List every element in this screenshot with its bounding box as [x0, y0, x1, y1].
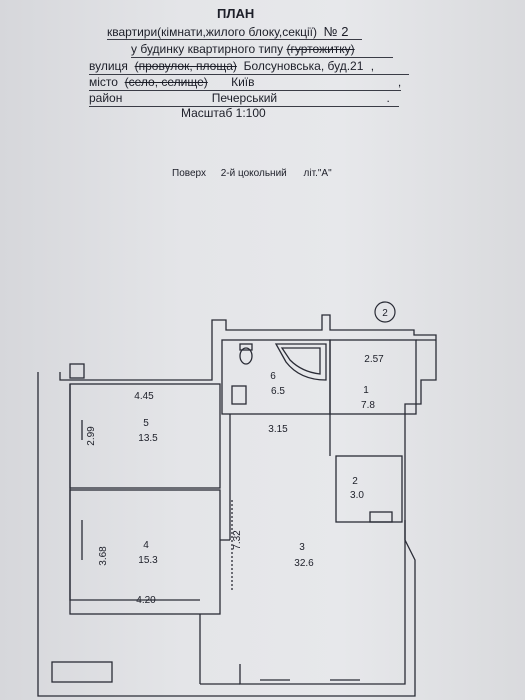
- dimension-label: 7.32: [232, 530, 243, 550]
- room-6-area: 6.5: [271, 386, 285, 397]
- street-struck: (провулок, площа): [134, 59, 237, 73]
- room-2-outline: [335, 455, 403, 523]
- street-label: вулиця: [89, 59, 128, 73]
- room-4-area: 15.3: [138, 555, 158, 566]
- city-line: місто (село, селище) Київ ,: [89, 75, 401, 89]
- document-title: ПЛАН: [217, 6, 255, 21]
- city-label: місто: [89, 75, 118, 89]
- house-type-struck: (гуртожитку): [286, 42, 355, 56]
- room-4-number: 4: [143, 540, 149, 551]
- room-2-area: 3.0: [350, 490, 364, 501]
- house-type-prefix: у будинку квартирного типу: [131, 42, 284, 56]
- sink: [231, 385, 247, 405]
- district-label: район: [89, 91, 123, 105]
- section-marker-label: 2: [382, 308, 388, 319]
- room-1-outline: [329, 339, 417, 415]
- outer-wall-inner-right: [239, 520, 406, 685]
- district-value: Печерський: [211, 91, 278, 105]
- underline: [89, 106, 399, 107]
- city-value: Київ: [231, 75, 255, 89]
- bathtub: [274, 343, 327, 381]
- street-line: вулиця (провулок, площа) Болсуновська, б…: [89, 59, 374, 73]
- dimension-label: 3.15: [268, 424, 288, 435]
- kitchen-sink: [369, 511, 393, 523]
- district-line: район Печерський .: [89, 91, 390, 105]
- room-5-outline: [69, 383, 221, 489]
- underline: [89, 90, 401, 91]
- street-value: Болсуновська, буд.21: [243, 59, 364, 73]
- street-comma: ,: [370, 59, 375, 73]
- room-4-outline: [69, 489, 221, 615]
- room-1-number: 1: [363, 385, 369, 396]
- dimension-label: 2.99: [86, 426, 97, 446]
- subtitle-prefix: квартири(кімнати,жилого блоку,секції): [107, 25, 317, 39]
- city-struck: (село, селище): [124, 75, 208, 89]
- house-type-line: у будинку квартирного типу (гуртожитку): [131, 42, 355, 56]
- apartment-number: № 2: [323, 24, 349, 39]
- floor-info: Поверх 2-й цокольний літ."А": [172, 168, 332, 179]
- room-6-number: 6: [270, 371, 276, 382]
- floor-label: Поверх: [172, 168, 206, 179]
- room-1-area: 7.8: [361, 400, 375, 411]
- entry-block: [69, 363, 85, 379]
- city-comma: ,: [397, 75, 402, 89]
- room-3-area: 32.6: [294, 558, 314, 569]
- toilet: [239, 347, 253, 365]
- floor-value: 2-й цокольний: [220, 168, 287, 179]
- dimension-label: 3.68: [98, 546, 109, 566]
- room-3-number: 3: [299, 542, 305, 553]
- dimension-label: 4.45: [134, 391, 154, 402]
- outer-wall-inner: [69, 384, 200, 601]
- room-2-number: 2: [352, 476, 358, 487]
- dimension-label: 2.57: [364, 354, 384, 365]
- section-marker: [374, 301, 396, 323]
- district-dot: .: [386, 91, 390, 105]
- room-6-outline: [221, 339, 331, 415]
- room-5-area: 13.5: [138, 433, 158, 444]
- scale: Масштаб 1:100: [181, 106, 266, 120]
- dimension-label: 4.20: [136, 595, 156, 606]
- building-letter: літ."А": [303, 168, 332, 179]
- subtitle-line: квартири(кімнати,жилого блоку,секції) № …: [107, 24, 348, 39]
- room-5-number: 5: [143, 418, 149, 429]
- underline: [131, 57, 393, 58]
- underline: [89, 74, 409, 75]
- underline: [107, 39, 362, 40]
- outer-wall: [37, 314, 437, 697]
- stair-block: [51, 661, 113, 683]
